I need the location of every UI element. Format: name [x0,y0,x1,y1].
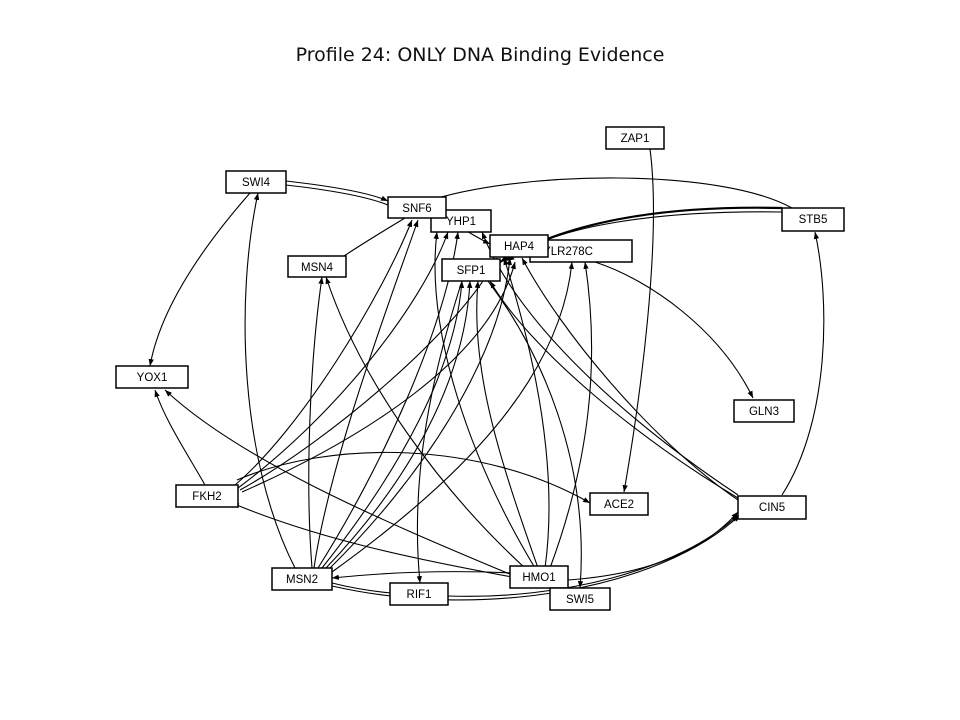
edge-msn2-sfp1-b [325,280,473,569]
node-label: ACE2 [604,499,634,511]
node-label: YOX1 [137,372,168,384]
node-ylr278c: YLR278C [529,239,633,263]
edge-hmo1-ylr278c [549,261,593,569]
node-label: YHP1 [446,216,476,228]
node-msn4: MSN4 [287,255,347,278]
node-ace2: ACE2 [589,492,649,516]
edge-swi4-snf6 [285,180,389,202]
edge-msn2-swi4 [244,192,296,569]
edge-cin5-yhp1 [481,231,739,496]
edge-fkh2-ace2 [236,451,591,504]
node-label: GLN3 [749,406,779,418]
node-label: MSN2 [286,574,318,586]
node-swi4: SWI4 [225,170,287,194]
edge-hmo1-msn4 [325,276,526,569]
node-sfp1: SFP1 [441,258,501,282]
node-yox1: YOX1 [115,365,189,389]
edge-cin5-sfp1 [489,280,739,499]
edge-cin5-hap4 [521,257,739,501]
edge-hmo1-cin5 [567,511,739,581]
node-fkh2: FKH2 [175,484,239,508]
node-cin5: CIN5 [737,495,807,520]
edge-hmo1-fkh2 [231,502,513,578]
node-label: SWI4 [242,177,271,189]
edge-msn2-rif1 [331,582,393,594]
node-label: SFP1 [457,265,486,277]
node-msn2: MSN2 [271,567,333,591]
node-zap1: ZAP1 [605,126,665,150]
node-stb5: STB5 [781,207,845,232]
node-label: SNF6 [402,203,431,215]
edge-ylr278c-gln3 [594,261,754,399]
node-label: FKH2 [192,491,221,503]
node-label: HAP4 [504,241,535,253]
edge-swi4-yox1 [148,192,251,367]
node-label: YLR278C [543,246,593,258]
edge-hmo1-sfp1 [474,280,539,569]
node-hap4: HAP4 [489,234,549,258]
edge-msn2-yhp1 [317,231,460,569]
edge-sfp1-swi5 [487,280,584,589]
edge-hmo1-msn2 [331,571,513,580]
edge-msn2-msn4 [308,276,324,569]
node-label: SWI5 [566,594,594,606]
edge-hmo1-yox1 [164,389,513,576]
node-rif1: RIF1 [389,582,449,606]
node-snf6: SNF6 [387,196,447,219]
page-title: Profile 24: ONLY DNA Binding Evidence [295,44,665,66]
edge-msn2-sfp1 [321,280,465,569]
node-label: CIN5 [759,502,785,514]
edge-fkh2-yhp1 [237,231,449,489]
edge-rif1-cin5 [447,514,739,597]
node-swi5: SWI5 [549,587,611,611]
edges [148,148,825,601]
node-label: HMO1 [522,572,555,584]
edge-fkh2-yox1 [154,389,206,486]
edge-fkh2-snf6 [234,219,413,486]
edge-msn2-snf6 [313,219,419,569]
edge-zap1-ace2 [622,148,654,493]
edge-msn2-ylr278c [331,261,574,573]
node-hmo1: HMO1 [509,565,569,589]
edge-swi4-snf6-b [285,184,389,206]
edge-hmo1-hap4 [503,257,550,569]
node-label: STB5 [799,214,828,226]
edge-sfp1-rif1 [416,280,463,584]
edge-snf6-stb5 [424,177,793,209]
edge-fkh2-ylr278c [241,261,516,493]
node-gln3: GLN3 [733,399,795,423]
edge-hmo1-yhp1 [433,231,536,569]
node-label: ZAP1 [621,133,650,145]
node-label: MSN4 [301,262,334,274]
edge-cin5-stb5 [781,231,825,496]
node-label: RIF1 [407,589,432,601]
